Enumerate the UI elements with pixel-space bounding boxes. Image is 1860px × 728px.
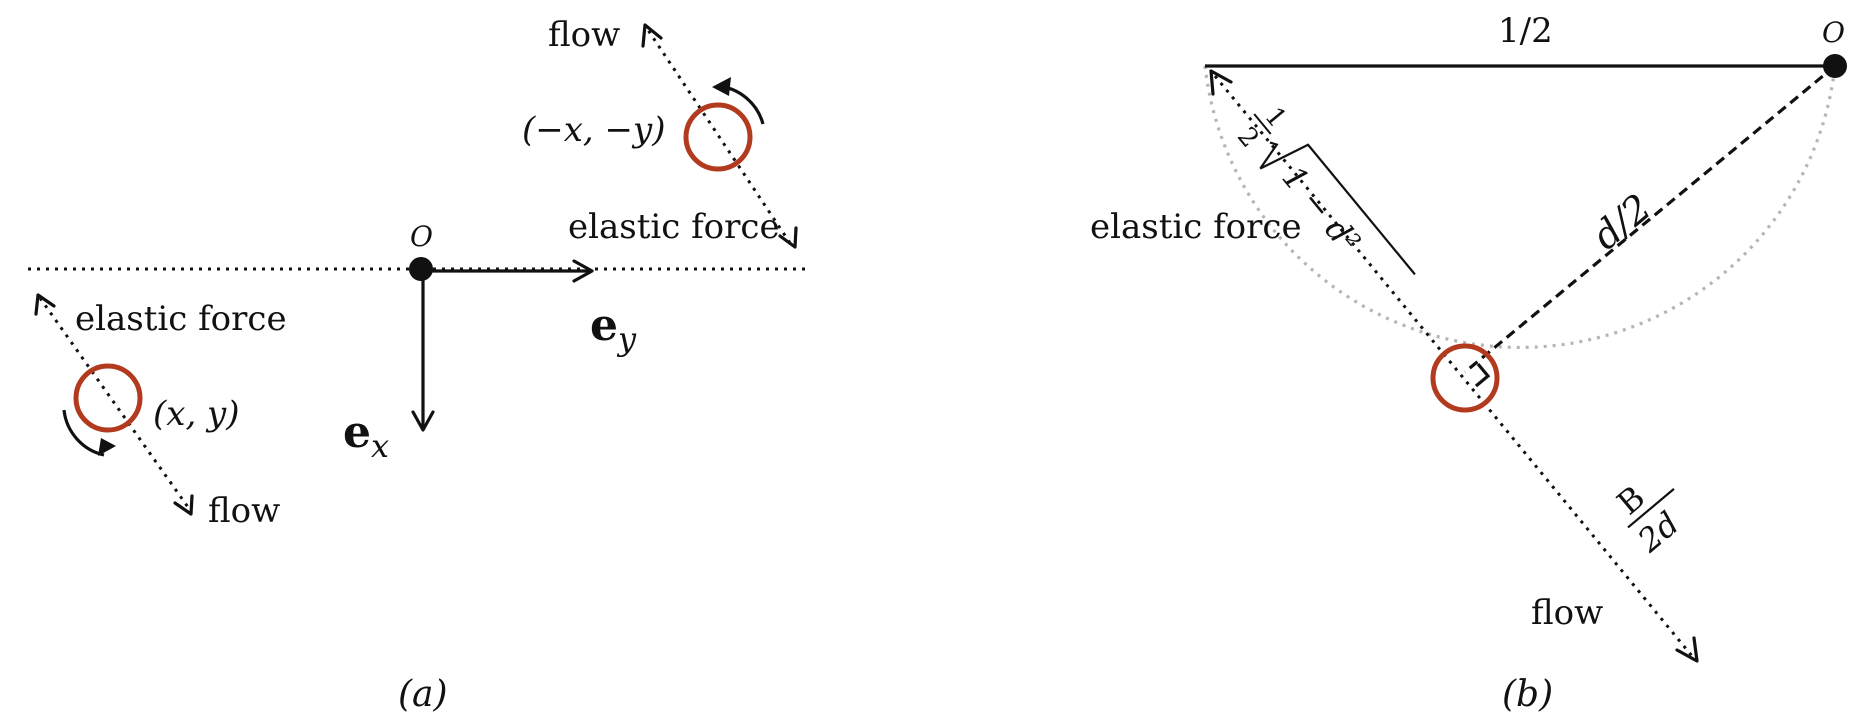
top-rotation-arrow-head	[712, 77, 731, 96]
ey-label: ey	[590, 300, 637, 358]
origin-label-b: O	[1822, 16, 1845, 49]
force-line-b	[1213, 75, 1694, 657]
diag-length-label: d/2	[1584, 185, 1659, 258]
bottom-flow-arrow-head	[173, 494, 194, 516]
bottom-elastic-label: elastic force	[75, 299, 287, 339]
caption-a: (a)	[398, 674, 448, 715]
bottom-rotation-arrow-head	[98, 438, 116, 456]
panel-a: O ey ex flow (−x, −y) elastic force elas…	[28, 15, 805, 715]
b-over-2d-label: B 2d	[1610, 478, 1687, 560]
svg-text:B: B	[1610, 478, 1652, 522]
sqrt-length-label: 1 2 1 − d²	[1231, 102, 1416, 276]
top-flow-arrow-head	[641, 23, 663, 48]
elastic-arrow-head-b	[1209, 69, 1233, 96]
bottom-flow-label: flow	[208, 491, 280, 531]
right-angle-mark	[1474, 362, 1491, 388]
flow-label-b: flow	[1531, 593, 1603, 633]
bottom-particle	[73, 363, 143, 433]
ex-arrow-head	[411, 410, 435, 432]
guide-semicircle	[1203, 65, 1837, 349]
bottom-particle-label: (x, y)	[153, 394, 240, 434]
svg-text:2: 2	[1231, 122, 1265, 154]
top-force-line	[646, 29, 792, 244]
diagonal-dashed-line	[1463, 64, 1837, 374]
origin-point	[409, 257, 433, 281]
top-length-label: 1/2	[1498, 11, 1553, 51]
panel-b: 1/2 O d/2 1 2 1 − d² B 2d elastic force	[1090, 11, 1847, 715]
caption-b: (b)	[1502, 674, 1553, 715]
top-elastic-label: elastic force	[568, 207, 780, 247]
top-particle-label: (−x, −y)	[522, 110, 666, 150]
top-elastic-arrow-head	[778, 226, 798, 249]
ey-arrow-head	[572, 259, 594, 283]
ex-label: ex	[343, 407, 389, 465]
bottom-elastic-arrow-head	[34, 293, 56, 316]
elastic-label-b: elastic force	[1090, 207, 1302, 247]
origin-label: O	[410, 220, 433, 253]
flow-arrow-head-b	[1675, 636, 1699, 663]
particle-b	[1430, 343, 1500, 413]
bottom-force-line	[38, 297, 192, 511]
top-flow-label: flow	[548, 15, 620, 55]
svg-text:1: 1	[1259, 102, 1293, 134]
bottom-rotation-arc	[62, 409, 105, 457]
top-particle	[683, 102, 753, 172]
